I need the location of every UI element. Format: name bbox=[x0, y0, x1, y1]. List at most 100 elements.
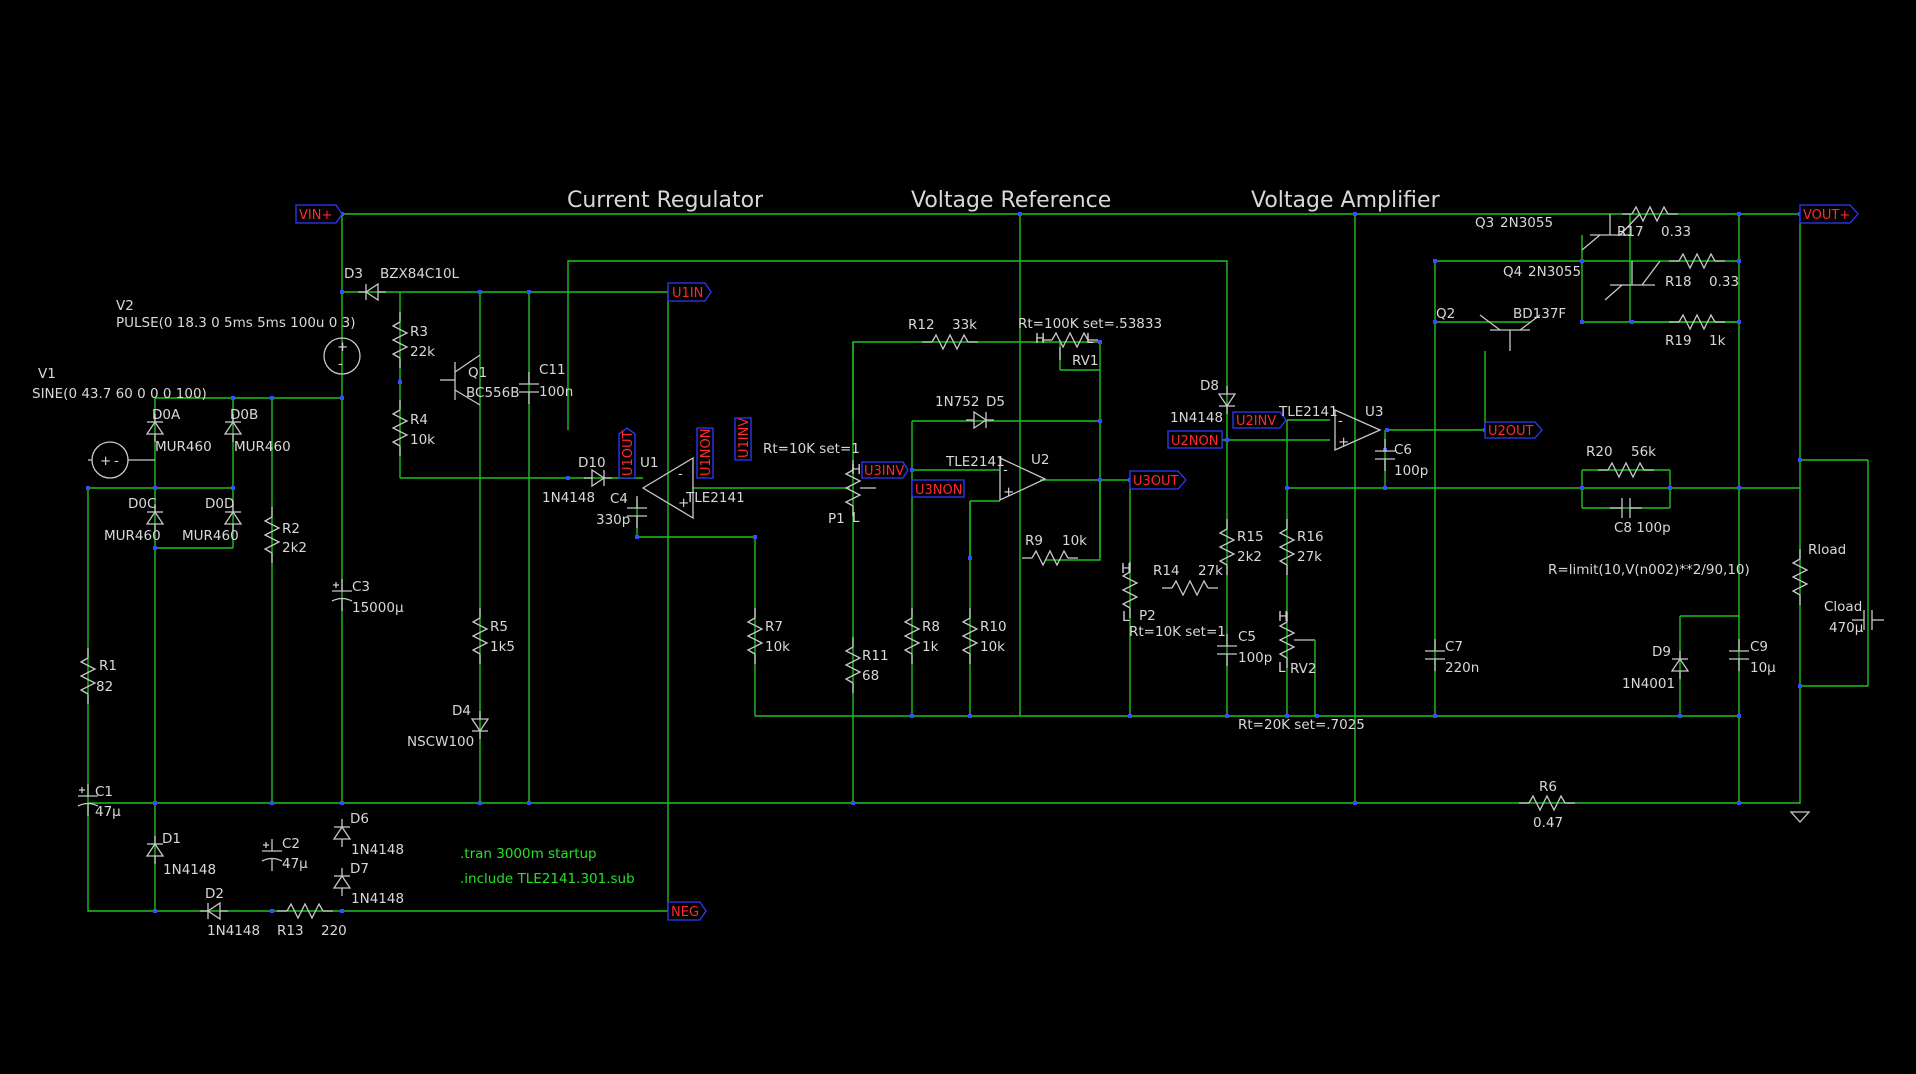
svg-text:47µ: 47µ bbox=[282, 856, 308, 872]
svg-text:H: H bbox=[851, 462, 861, 478]
q2-transistor-icon bbox=[1479, 314, 1541, 351]
svg-text:1k: 1k bbox=[922, 639, 939, 655]
svg-text:220n: 220n bbox=[1445, 660, 1479, 676]
svg-text:Rt=100K set=.53833: Rt=100K set=.53833 bbox=[1018, 316, 1162, 332]
svg-text:U2INV: U2INV bbox=[1236, 414, 1276, 429]
svg-text:D0A: D0A bbox=[152, 407, 181, 423]
svg-text:U2OUT: U2OUT bbox=[1488, 424, 1534, 439]
component-labels: V1 SINE(0 43.7 60 0 0 0 100) V2 PULSE(0 … bbox=[32, 215, 1864, 939]
heading-voltage-reference: Voltage Reference bbox=[911, 188, 1111, 213]
q1-transistor-icon bbox=[440, 354, 481, 406]
flag-u3inv: U3INV bbox=[861, 461, 909, 479]
svg-text:L: L bbox=[1086, 331, 1094, 347]
svg-text:TLE2141: TLE2141 bbox=[1278, 404, 1338, 420]
heading-current-regulator: Current Regulator bbox=[567, 188, 764, 213]
svg-text:H: H bbox=[1278, 609, 1288, 625]
svg-text:1N752: 1N752 bbox=[935, 394, 979, 410]
svg-text:U1NON: U1NON bbox=[699, 429, 714, 476]
svg-text:VIN+: VIN+ bbox=[299, 208, 332, 223]
components: +- +- -+ -+ bbox=[77, 206, 1885, 920]
svg-text:R16: R16 bbox=[1297, 529, 1324, 545]
flag-u1non: U1NON bbox=[696, 427, 714, 479]
svg-text:10k: 10k bbox=[410, 432, 435, 448]
svg-text:L: L bbox=[1278, 660, 1286, 676]
svg-text:27k: 27k bbox=[1198, 563, 1223, 579]
section-headings: Current Regulator Voltage Reference Volt… bbox=[567, 188, 1441, 213]
svg-text:SINE(0 43.7 60 0 0 0 100): SINE(0 43.7 60 0 0 0 100) bbox=[32, 386, 207, 402]
v1-source-icon: +- bbox=[88, 441, 155, 479]
d5-zener-icon bbox=[965, 411, 995, 429]
spice-directives: .tran 3000m startup .include TLE2141.301… bbox=[460, 846, 635, 887]
svg-text:27k: 27k bbox=[1297, 549, 1322, 565]
svg-text:R9: R9 bbox=[1025, 533, 1043, 549]
r14-resistor-icon bbox=[1161, 580, 1219, 596]
svg-text:R5: R5 bbox=[490, 619, 508, 635]
svg-text:1N4148: 1N4148 bbox=[163, 862, 216, 878]
svg-text:MUR460: MUR460 bbox=[234, 439, 291, 455]
svg-text:1N4148: 1N4148 bbox=[1170, 410, 1223, 426]
v2-source-icon: +- bbox=[323, 337, 361, 375]
svg-text:R18: R18 bbox=[1665, 274, 1692, 290]
svg-text:82: 82 bbox=[96, 679, 113, 695]
svg-text:D6: D6 bbox=[350, 811, 369, 827]
wires bbox=[87, 213, 1869, 912]
flag-u1out: U1OUT bbox=[618, 427, 636, 479]
svg-text:P2: P2 bbox=[1139, 608, 1156, 624]
svg-text:R2: R2 bbox=[282, 521, 300, 537]
flag-u1inv: U1INV bbox=[734, 417, 752, 461]
svg-text:U3INV: U3INV bbox=[864, 464, 904, 479]
svg-text:100p: 100p bbox=[1238, 650, 1272, 666]
svg-text:0.33: 0.33 bbox=[1709, 274, 1739, 290]
svg-text:RV1: RV1 bbox=[1072, 353, 1098, 369]
svg-text:0.47: 0.47 bbox=[1533, 815, 1563, 831]
flag-neg: NEG bbox=[667, 901, 707, 921]
svg-text:-: - bbox=[678, 466, 683, 482]
svg-text:1N4001: 1N4001 bbox=[1622, 676, 1675, 692]
svg-text:R14: R14 bbox=[1153, 563, 1180, 579]
svg-text:U3: U3 bbox=[1365, 404, 1383, 420]
svg-text:+: + bbox=[337, 339, 348, 355]
svg-text:D8: D8 bbox=[1200, 378, 1219, 394]
svg-text:Rt=10K set=1: Rt=10K set=1 bbox=[1129, 624, 1226, 640]
svg-text:Q3: Q3 bbox=[1475, 215, 1494, 231]
svg-text:1N4148: 1N4148 bbox=[351, 842, 404, 858]
svg-text:2k2: 2k2 bbox=[282, 540, 307, 556]
svg-text:1N4148: 1N4148 bbox=[542, 490, 595, 506]
svg-text:C6: C6 bbox=[1394, 442, 1412, 458]
svg-text:10k: 10k bbox=[980, 639, 1005, 655]
flag-u2inv: U2INV bbox=[1232, 411, 1287, 429]
svg-text:D1: D1 bbox=[162, 831, 181, 847]
svg-text:V2: V2 bbox=[116, 298, 134, 314]
svg-text:BD137F: BD137F bbox=[1513, 306, 1566, 322]
svg-text:68: 68 bbox=[862, 668, 879, 684]
svg-text:33k: 33k bbox=[952, 317, 977, 333]
svg-text:TLE2141: TLE2141 bbox=[685, 490, 745, 506]
svg-text:U3NON: U3NON bbox=[915, 483, 962, 498]
svg-text:U1: U1 bbox=[640, 455, 658, 471]
svg-text:R19: R19 bbox=[1665, 333, 1692, 349]
svg-text:R13: R13 bbox=[277, 923, 304, 939]
svg-text:220: 220 bbox=[321, 923, 347, 939]
svg-text:2N3055: 2N3055 bbox=[1500, 215, 1553, 231]
svg-text:D7: D7 bbox=[350, 861, 369, 877]
svg-text:U2: U2 bbox=[1031, 452, 1049, 468]
svg-text:V1: V1 bbox=[38, 366, 56, 382]
svg-text:Q2: Q2 bbox=[1436, 306, 1455, 322]
svg-text:L: L bbox=[1122, 609, 1130, 625]
svg-text:R=limit(10,V(n002)**2/90,10): R=limit(10,V(n002)**2/90,10) bbox=[1548, 562, 1750, 578]
svg-text:L: L bbox=[852, 510, 860, 526]
svg-text:+: + bbox=[678, 495, 689, 511]
svg-text:D9: D9 bbox=[1652, 644, 1671, 660]
svg-text:56k: 56k bbox=[1631, 444, 1656, 460]
svg-text:+: + bbox=[1338, 434, 1349, 450]
svg-text:BC556B: BC556B bbox=[466, 385, 519, 401]
svg-text:47µ: 47µ bbox=[95, 804, 121, 820]
flag-u2out: U2OUT bbox=[1484, 421, 1543, 439]
svg-text:2k2: 2k2 bbox=[1237, 549, 1262, 565]
svg-text:U1IN: U1IN bbox=[672, 286, 703, 301]
svg-text:BZX84C10L: BZX84C10L bbox=[380, 266, 460, 282]
svg-text:D0B: D0B bbox=[230, 407, 258, 423]
junctions bbox=[86, 212, 1802, 913]
svg-text:C11: C11 bbox=[539, 362, 566, 378]
